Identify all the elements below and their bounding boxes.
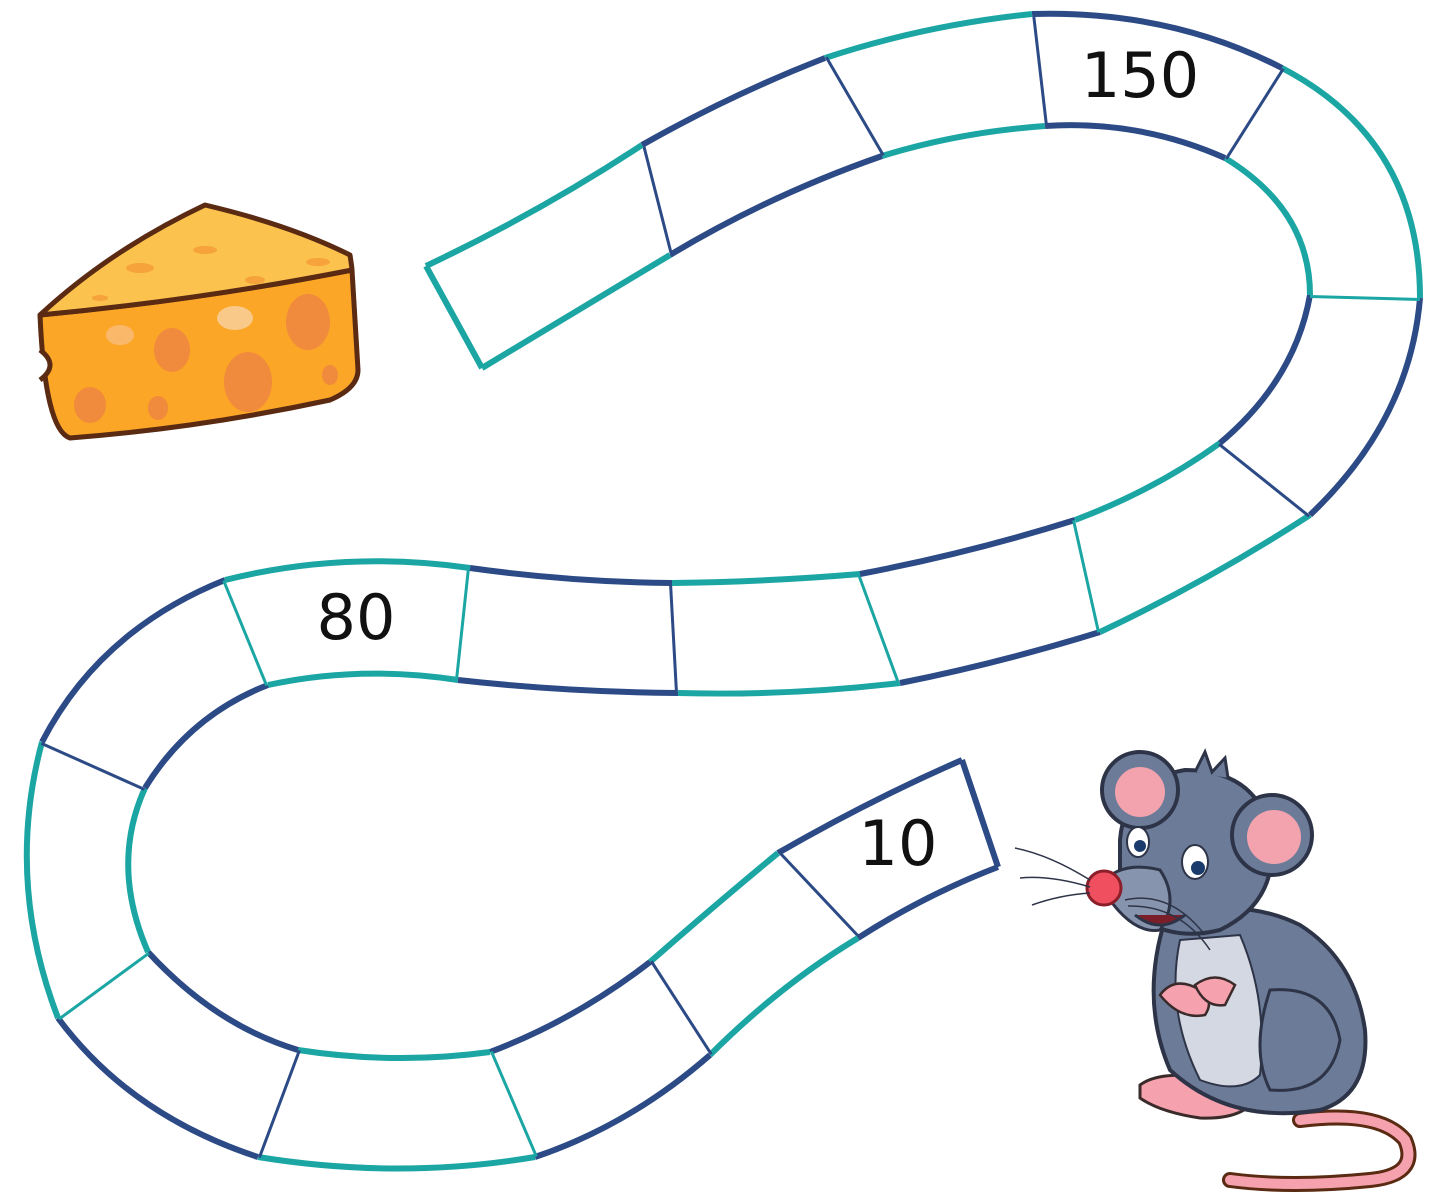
cell-label-80: 80	[317, 581, 396, 654]
board-cell[interactable]	[423, 142, 672, 371]
board-cell[interactable]	[39, 577, 271, 790]
cell-label-150: 150	[1081, 39, 1199, 112]
board-cell[interactable]	[859, 517, 1103, 686]
cheese-icon	[37, 202, 361, 441]
board-cell[interactable]	[671, 571, 903, 697]
board-cell-150[interactable]: 150	[1029, 10, 1284, 161]
board-cell[interactable]	[255, 1047, 536, 1172]
board-cell[interactable]	[457, 565, 681, 696]
board-cell-80[interactable]: 80	[224, 558, 473, 688]
mouse-icon	[1014, 748, 1417, 1192]
cell-label-10: 10	[859, 807, 938, 880]
board-path: 10	[23, 10, 1423, 1172]
